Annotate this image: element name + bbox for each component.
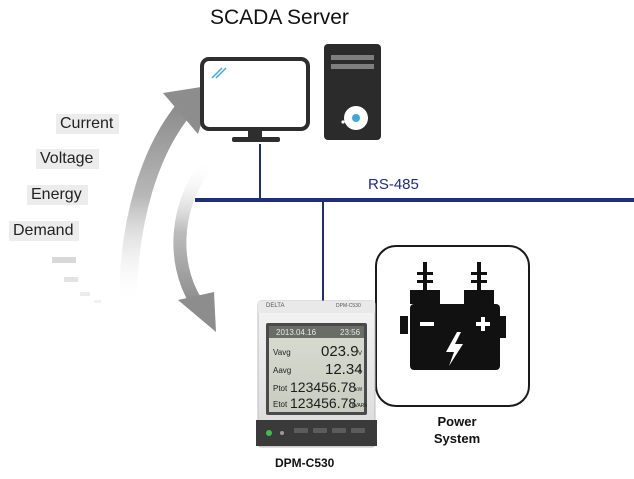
meter-model-tag: DPM-C530 xyxy=(336,303,361,309)
lcd-row-value: 12.34 xyxy=(325,361,363,378)
measurement-demand: Demand xyxy=(9,221,80,241)
lcd-row-label: Vavg xyxy=(273,348,291,357)
meter-key-4 xyxy=(351,428,365,433)
power-system-line2: System xyxy=(433,431,481,446)
lcd-row-value: 123456.78 xyxy=(290,379,357,395)
fade-dashes xyxy=(52,257,101,303)
lcd-date: 2013.04.16 xyxy=(276,328,317,337)
diagram-title: SCADA Server xyxy=(210,6,349,29)
lcd-row-unit: kW xyxy=(355,387,363,393)
meter-brand: DELTA xyxy=(266,303,285,309)
server-tower-icon xyxy=(324,44,381,140)
rs485-bus xyxy=(195,144,634,302)
measurement-energy: Energy xyxy=(27,185,88,205)
lcd-row-value: 023.9 xyxy=(321,343,359,360)
monitor-icon xyxy=(200,57,310,142)
meter-key-1 xyxy=(294,428,308,433)
meter-name: DPM-C530 xyxy=(275,456,335,470)
measurement-voltage: Voltage xyxy=(36,149,100,169)
lcd-row-label: Aavg xyxy=(273,366,292,375)
lcd-row-unit: kVARh xyxy=(352,403,368,409)
bus-label: RS-485 xyxy=(368,176,419,193)
lcd-row-label: Etot xyxy=(273,400,288,409)
lcd-row-unit: A xyxy=(358,369,363,375)
lcd-row-label: Ptot xyxy=(273,384,288,393)
lcd-row-value: 123456.78 xyxy=(290,395,357,411)
measurement-current: Current xyxy=(56,114,120,134)
meter-key-2 xyxy=(313,428,327,433)
lcd-time: 23:56 xyxy=(340,328,361,337)
meter-device xyxy=(256,300,377,448)
status-led-icon xyxy=(266,430,272,436)
power-system-line1: Power xyxy=(437,414,477,429)
lcd-row-unit: V xyxy=(358,351,363,357)
power-system-label: Power System xyxy=(418,413,496,447)
meter-key-3 xyxy=(332,428,346,433)
download-arrow xyxy=(173,155,216,332)
power-system-icon xyxy=(375,245,530,407)
